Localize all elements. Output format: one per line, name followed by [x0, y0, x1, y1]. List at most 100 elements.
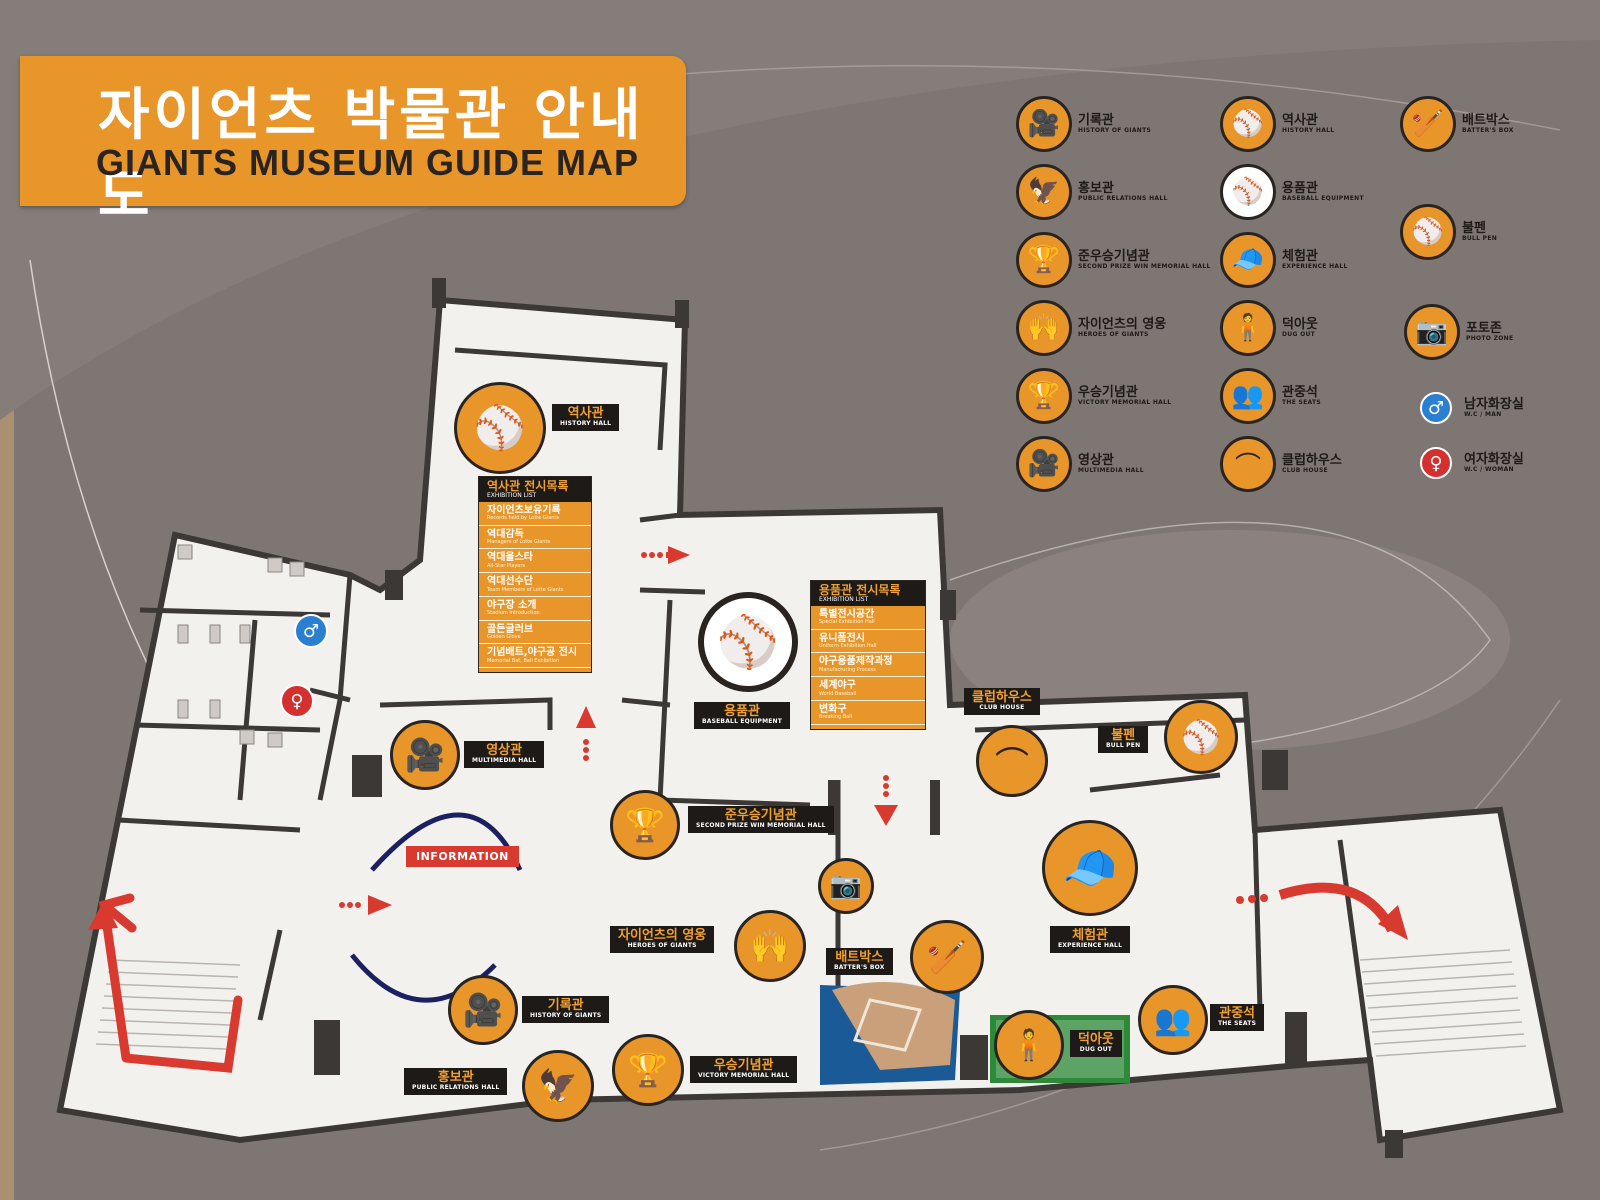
- pitcher-throwing-icon: ⚾: [1400, 204, 1456, 260]
- legend-label-en: MULTIMEDIA HALL: [1078, 466, 1144, 474]
- baseball-icon: ⚾: [698, 592, 798, 692]
- item-en: Golden Glove: [487, 634, 521, 641]
- exhibition-list-header: 역사관 전시목록 EXHIBITION LIST: [479, 477, 591, 502]
- item-ko: 역대감독: [487, 528, 524, 540]
- item-en: Records held by Lotte Giants: [487, 515, 559, 522]
- legend-label: 남자화장실: [1464, 397, 1524, 413]
- legend-label: 우승기념관: [1078, 385, 1138, 401]
- pitcher-icon: ⚾: [1220, 96, 1276, 152]
- legend-label: 클럽하우스: [1282, 453, 1342, 469]
- item-ko: 역대올스타: [487, 552, 533, 564]
- item-ko: 야구장 소개: [487, 599, 537, 611]
- item-ko: 특별전시공간: [819, 608, 875, 620]
- photo-camera-icon: 📷: [818, 858, 874, 914]
- baseball-icon: ⚾: [1220, 164, 1276, 220]
- label-en: HISTORY HALL: [560, 419, 612, 427]
- label-en: CLUB HOUSE: [979, 703, 1025, 711]
- crowd-icon: 👥: [1138, 985, 1208, 1055]
- label-en: VICTORY MEMORIAL HALL: [698, 1071, 790, 1079]
- label-ko: 체험관: [1072, 928, 1108, 943]
- label-en: THE SEATS: [1218, 1019, 1257, 1027]
- label-ko: 용품관: [724, 704, 760, 719]
- item-en: Breaking Ball: [819, 714, 853, 721]
- legend-label: 체험관: [1282, 249, 1318, 265]
- label-en: BASEBALL EQUIPMENT: [702, 717, 783, 725]
- legend-label: 덕아웃: [1282, 317, 1318, 333]
- item-ko: 야구용품제작과정: [819, 656, 893, 668]
- label-ko: 준우승기념관: [724, 808, 797, 823]
- legend-label: 여자화장실: [1464, 452, 1524, 468]
- item-en: Managers of Lotte Giants: [487, 539, 550, 546]
- trophy-icon: 🏆: [1016, 368, 1072, 424]
- label-en: BATTER'S BOX: [834, 963, 885, 971]
- legend-label-en: SECOND PRIZE WIN MEMORIAL HALL: [1078, 262, 1211, 270]
- title-korean: 자이언츠 박물관 안내도: [98, 83, 645, 229]
- legend-label: 영상관: [1078, 453, 1114, 469]
- player-sitting-icon: 🧍: [994, 1010, 1064, 1080]
- film-camera-icon: 🎥: [390, 720, 460, 790]
- legend-label: 배트박스: [1462, 113, 1510, 129]
- label-en: SECOND PRIZE WIN MEMORIAL HALL: [696, 821, 826, 829]
- legend-label-en: HEROES OF GIANTS: [1078, 330, 1149, 338]
- legend-label: 기록관: [1078, 113, 1114, 129]
- player-crouching-icon: 🧢: [1042, 820, 1138, 916]
- legend-label: 준우승기념관: [1078, 249, 1150, 265]
- trophy-icon: 🏆: [1016, 232, 1072, 288]
- hanger-icon: ⌒: [976, 725, 1048, 797]
- item-en: Stadium Introduction: [487, 610, 540, 617]
- label-ko: 우승기념관: [713, 1058, 774, 1073]
- label-en: PUBLIC RELATIONS HALL: [412, 1083, 500, 1091]
- label-ko: 덕아웃: [1078, 1032, 1114, 1047]
- information-desk-label: INFORMATION: [406, 846, 519, 867]
- pitcher-icon: ⚾: [454, 382, 546, 474]
- legend-label-en: BULL PEN: [1462, 234, 1498, 242]
- label-ko: 영상관: [486, 743, 523, 758]
- man-icon: ♂: [294, 614, 328, 648]
- label-en: BULL PEN: [1106, 741, 1141, 749]
- legend-label: 포토존: [1466, 321, 1502, 337]
- label-ko: 자이언츠의 영웅: [618, 928, 707, 943]
- item-en: Special Exhibition Hall: [819, 619, 875, 626]
- film-camera-icon: 🎥: [1016, 436, 1072, 492]
- legend-label-en: CLUB HOUSE: [1282, 466, 1328, 474]
- player-sitting-icon: 🧍: [1220, 300, 1276, 356]
- label-en: DUG OUT: [1079, 1045, 1113, 1053]
- legend-label: 홍보관: [1078, 181, 1114, 197]
- item-en: Memorial Bat, Ball Exhibition: [487, 657, 560, 664]
- legend-label: 관중석: [1282, 385, 1318, 401]
- label-ko: 관중석: [1219, 1006, 1255, 1021]
- legend-label: 자이언츠의 영웅: [1078, 317, 1167, 333]
- label-en: HISTORY OF GIANTS: [530, 1011, 602, 1019]
- legend-label-en: PUBLIC RELATIONS HALL: [1078, 194, 1168, 202]
- eagle-emblem-icon: 🦅: [522, 1050, 594, 1122]
- label-en: HEROES OF GIANTS: [627, 941, 697, 949]
